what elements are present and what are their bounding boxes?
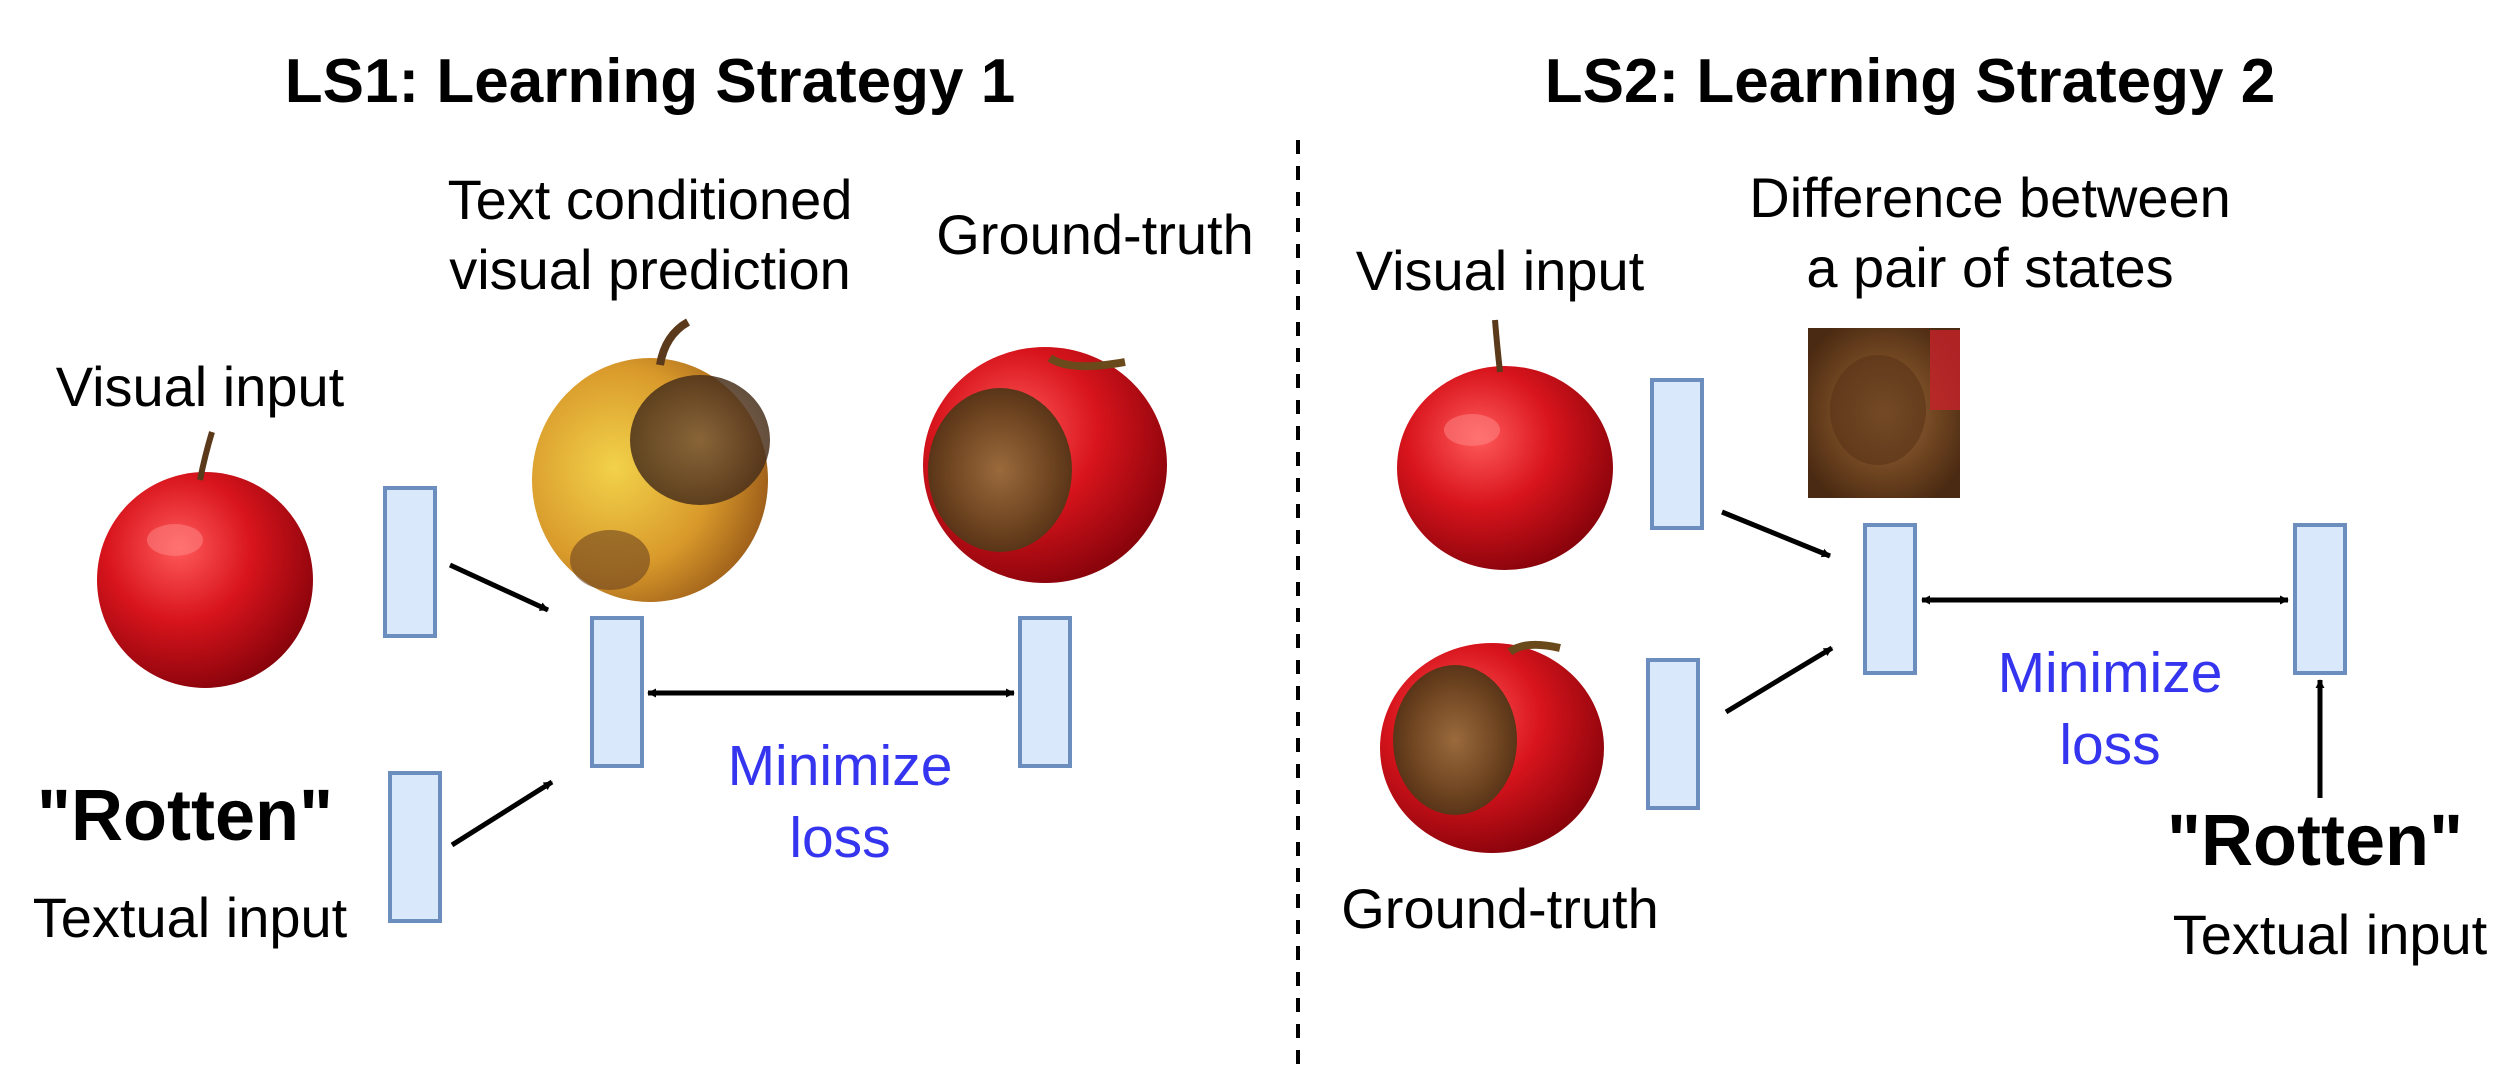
text-feature-box bbox=[388, 771, 442, 923]
rotten-apple-icon bbox=[532, 318, 770, 602]
arrow-icon bbox=[448, 562, 550, 613]
prediction-label-line2: visual prediction bbox=[449, 238, 851, 301]
rotten-quote: "Rotten" bbox=[36, 776, 334, 856]
visual-feature-box bbox=[383, 486, 437, 638]
ground-truth-label: Ground-truth bbox=[936, 203, 1254, 266]
ground-truth-feature-box bbox=[1018, 616, 1072, 768]
rotten-apple-icon bbox=[923, 347, 1167, 583]
visual-feature-box bbox=[1650, 378, 1704, 530]
difference-label: Difference between a pair of states bbox=[1710, 163, 2270, 303]
ground-truth-feature-box bbox=[1646, 658, 1700, 810]
minimize-loss-label: Minimize loss bbox=[680, 730, 1000, 874]
difference-feature-box bbox=[1863, 523, 1917, 675]
loss-label-line1: Minimize bbox=[727, 734, 953, 798]
text-feature-box bbox=[2293, 523, 2347, 675]
textual-input-label: Textual input bbox=[2172, 903, 2488, 966]
rotten-quote: "Rotten" bbox=[2166, 801, 2464, 881]
loss-label-line2: loss bbox=[2059, 713, 2161, 777]
difference-label-line1: Difference between bbox=[1749, 166, 2231, 229]
visual-input-label: Visual input bbox=[55, 355, 345, 418]
prediction-label: Text conditioned visual prediction bbox=[390, 165, 910, 305]
difference-label-line2: a pair of states bbox=[1806, 236, 2174, 299]
textual-input-label: Textual input bbox=[32, 886, 348, 949]
right-title: LS2: Learning Strategy 2 bbox=[1544, 47, 2276, 116]
prediction-feature-box bbox=[590, 616, 644, 768]
rotten-apple-icon bbox=[1380, 640, 1604, 853]
ground-truth-label: Ground-truth bbox=[1341, 877, 1659, 940]
loss-label-line2: loss bbox=[789, 806, 891, 870]
rot-patch-icon bbox=[1808, 328, 1960, 498]
arrow-icon bbox=[1724, 645, 1834, 715]
minimize-loss-label: Minimize loss bbox=[1950, 637, 2270, 781]
visual-input-label: Visual input bbox=[1355, 239, 1645, 302]
prediction-label-line1: Text conditioned bbox=[447, 168, 853, 231]
arrow-icon bbox=[1721, 509, 1831, 559]
fresh-apple-icon bbox=[1397, 319, 1613, 570]
loss-label-line1: Minimize bbox=[1997, 641, 2223, 705]
fresh-apple-icon bbox=[97, 431, 313, 688]
left-title: LS1: Learning Strategy 1 bbox=[284, 47, 1016, 116]
arrow-icon bbox=[450, 779, 554, 848]
